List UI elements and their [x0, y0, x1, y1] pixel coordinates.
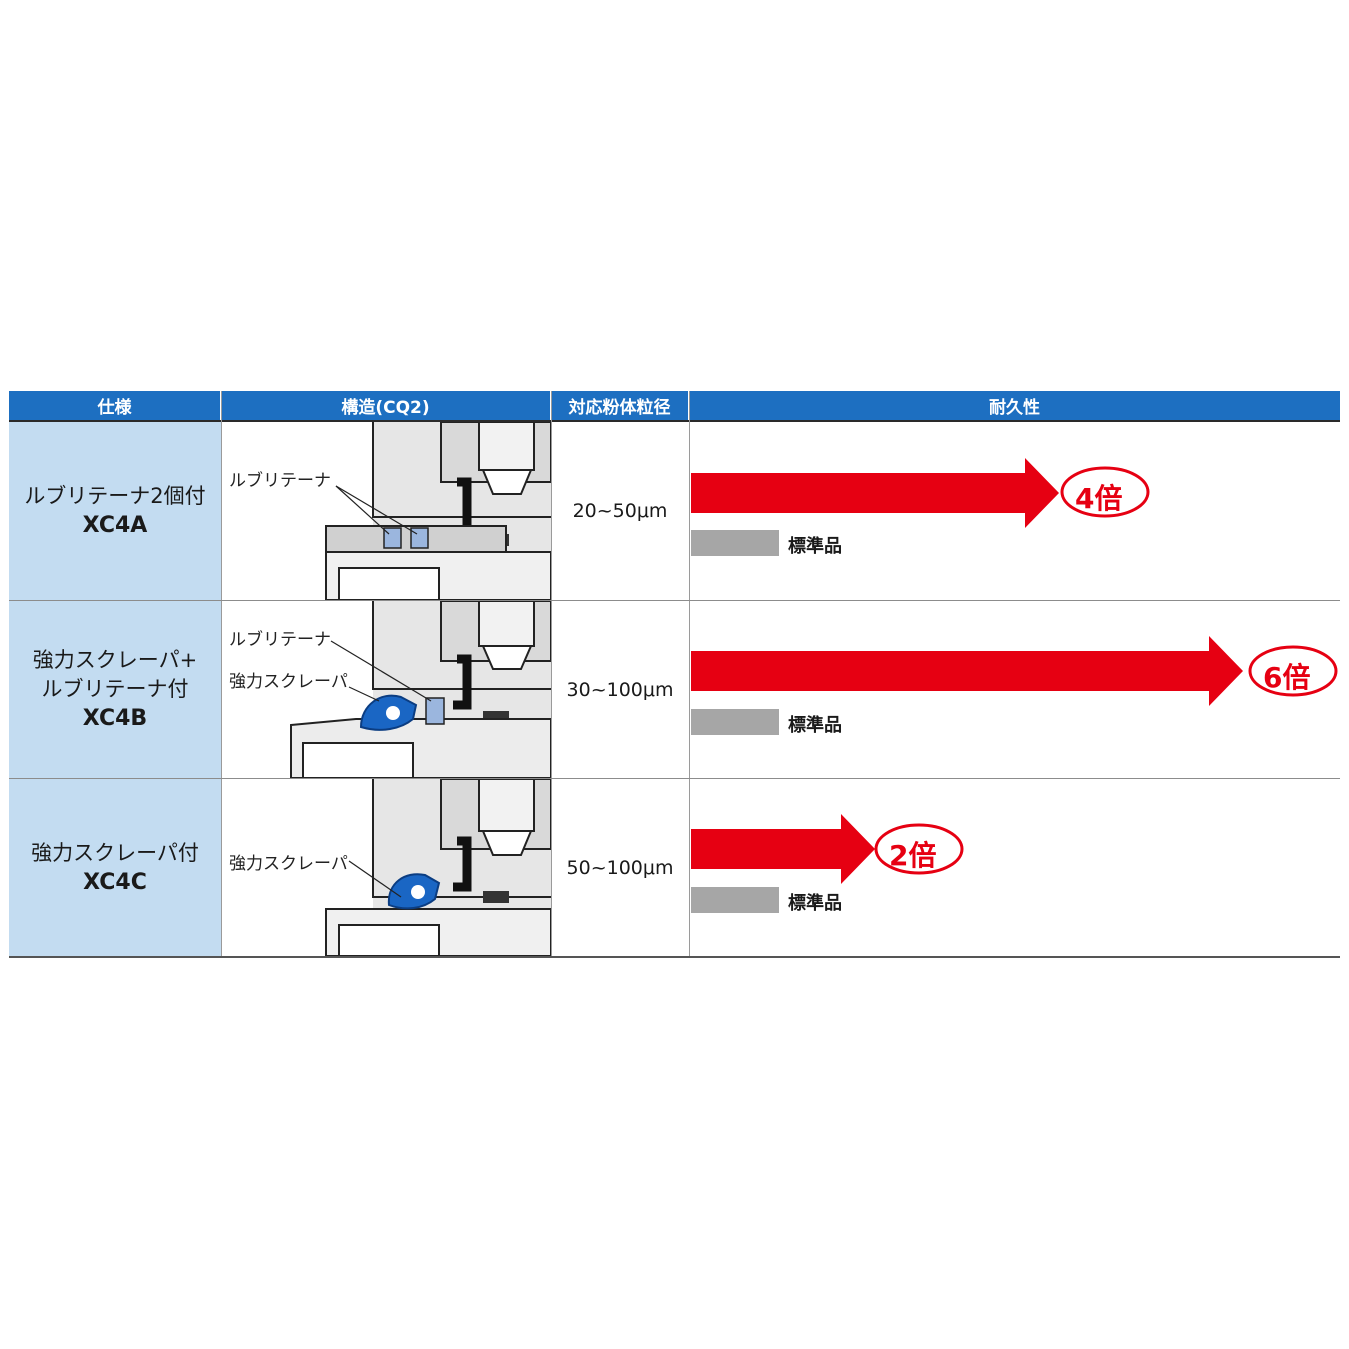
standard-label: 標準品 [788, 715, 842, 736]
callout-lubretainer: ルブリテーナ [229, 471, 331, 491]
callout-heavy-scraper: 強力スクレーパ [229, 672, 348, 692]
standard-label: 標準品 [788, 536, 842, 557]
multiplier-label: 6倍 [1263, 661, 1311, 694]
spec-cell-xc4b: 強力スクレーパ+ ルブリテーナ付 XC4B [9, 601, 221, 778]
cross-section-drawing [290, 601, 551, 778]
structure-diagram-xc4c: 強力スクレーパ [221, 779, 551, 956]
spec-code: XC4B [82, 706, 148, 731]
durability-chart-xc4c [691, 814, 964, 884]
multiplier-circle [1060, 466, 1150, 518]
multiplier-label: 4倍 [1075, 482, 1123, 515]
header-particle-size: 対応粉体粒径 [551, 391, 689, 420]
multiplier-circle [1248, 645, 1338, 697]
spec-code: XC4A [82, 513, 148, 538]
standard-label: 標準品 [788, 893, 842, 914]
multiplier-label: 2倍 [889, 839, 937, 872]
callout-lubretainer: ルブリテーナ [229, 630, 331, 650]
durability-arrow [691, 458, 1059, 528]
durability-xc4b: 6倍 標準品 [689, 601, 1340, 778]
durability-chart-xc4a [691, 458, 1150, 528]
header-structure: 構造(CQ2) [221, 391, 551, 420]
spec-name-line2: ルブリテーナ付 [41, 677, 189, 701]
spec-code: XC4C [83, 869, 147, 895]
row-divider [9, 600, 1340, 601]
standard-bar [691, 709, 779, 735]
cross-section-drawing [325, 779, 551, 956]
particle-size-xc4a: 20~50μm [572, 500, 668, 522]
multiplier-circle [874, 823, 964, 875]
spec-cell-xc4a: ルブリテーナ2個付 XC4A [9, 422, 221, 600]
particle-size-xc4b: 30~100μm [566, 678, 674, 701]
structure-diagram-xc4b: ルブリテーナ 強力スクレーパ [221, 601, 551, 778]
durability-xc4c: 2倍 標準品 [689, 779, 1340, 956]
standard-bar [691, 530, 779, 556]
structure-diagram-xc4a: ルブリテーナ [221, 422, 551, 600]
header-spec: 仕様 [9, 391, 221, 420]
spec-name: 強力スクレーパ+ [32, 648, 198, 672]
table-bottom-border [9, 956, 1340, 958]
durability-arrow [691, 636, 1243, 706]
column-divider [551, 391, 552, 958]
standard-bar [691, 887, 779, 913]
header-divider [9, 420, 1340, 422]
spec-cell-xc4c: 強力スクレーパ付 XC4C [9, 779, 221, 956]
spec-table: 仕様 構造(CQ2) 対応粉体粒径 耐久性 ルブリテーナ2個付 XC4A ルブリ… [9, 391, 1340, 958]
column-divider [689, 391, 690, 958]
spec-name: 強力スクレーパ付 [31, 840, 199, 865]
particle-size-xc4c: 50~100μm [566, 856, 674, 879]
durability-chart-xc4b [691, 636, 1338, 706]
column-divider [221, 391, 222, 958]
callout-heavy-scraper: 強力スクレーパ [229, 854, 348, 874]
row-divider [9, 778, 1340, 779]
durability-xc4a: 4倍 標準品 [689, 422, 1340, 600]
header-durability: 耐久性 [689, 391, 1340, 420]
spec-name: ルブリテーナ2個付 [24, 484, 206, 508]
cross-section-drawing [325, 422, 551, 600]
durability-arrow [691, 814, 875, 884]
